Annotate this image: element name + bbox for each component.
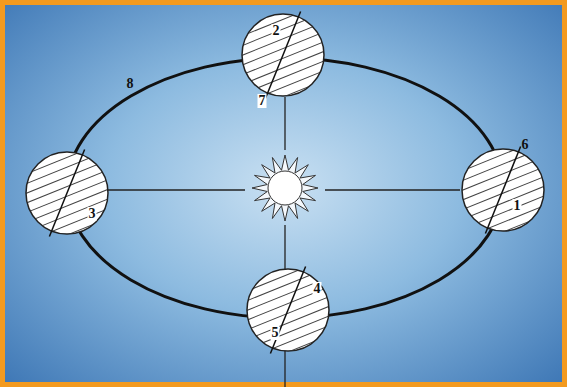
callout-number: 6 (521, 138, 530, 152)
callout-number: 8 (126, 77, 135, 91)
callout-number: 2 (272, 24, 281, 38)
callout-number: 7 (258, 94, 267, 108)
callout-number: 1 (513, 199, 522, 213)
callout-number: 4 (313, 282, 322, 296)
sun-symbol (252, 155, 318, 221)
callout-number: 5 (271, 326, 280, 340)
callout-number: 3 (88, 207, 97, 221)
